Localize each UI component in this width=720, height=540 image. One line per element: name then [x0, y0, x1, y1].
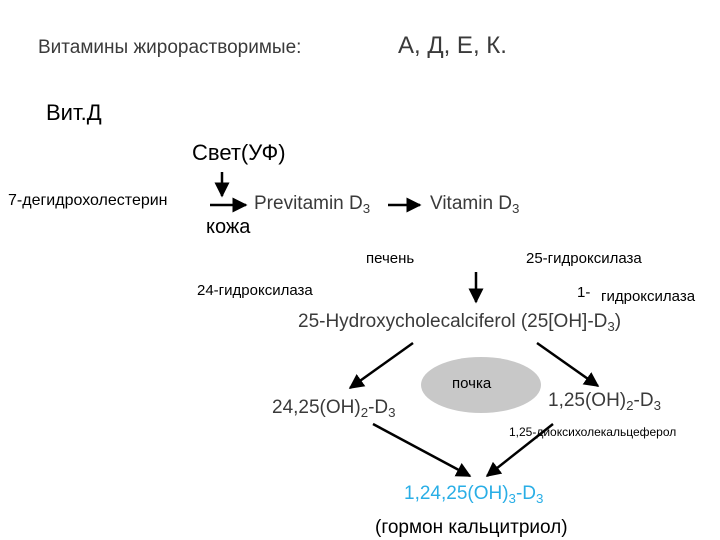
arrow-1-25-to-final [485, 423, 554, 477]
kidney-ellipse [421, 357, 541, 413]
header-prefix: Витамины жирорастворимые: [38, 37, 302, 58]
hydroxy-close: ) [614, 311, 622, 332]
skin-label: кожа [206, 216, 251, 238]
enzyme-1-number: 1- [577, 284, 591, 301]
hormone-label: (гормон кальцитриол) [375, 517, 568, 538]
arrow-to-24-25 [348, 341, 414, 390]
previtamin-subscript: 3 [362, 200, 371, 216]
previtamin-label: Previtamin D3 [254, 193, 371, 216]
enzyme-25-label: 25-гидроксилаза [526, 250, 642, 267]
enzyme-1-label: гидроксилаза [601, 288, 696, 305]
vitamin-subscript: 3 [512, 200, 520, 216]
previtamin-text: Previtamin D [254, 193, 363, 214]
vitamin-text: Vitamin D [430, 193, 513, 214]
dioxycholecalciferol-label: 1,25-диоксихолекальцеферол [509, 425, 677, 439]
right-sub2: 3 [653, 397, 662, 413]
vitamin-d3-label: Vitamin D3 [430, 193, 520, 216]
hydroxycholecalciferol-label: 25-Hydroxycholecalciferol (25[OH]-D3) [298, 311, 622, 334]
header-vitamin-list: А, Д, Е, К. [398, 32, 507, 59]
hydroxy-text: 25-Hydroxycholecalciferol (25[OH]-D [298, 311, 608, 332]
precursor-label: 7-дегидрохолестерин [8, 192, 168, 209]
metabolite-1-25-label: 1,25(OH)2-D3 [548, 390, 662, 413]
left-sub2: 3 [388, 404, 396, 420]
right-mid: -D [633, 390, 654, 411]
kidney-label: почка [452, 375, 492, 392]
hydroxy-subscript: 3 [607, 318, 615, 334]
final-prefix: 1,24,25(OH) [404, 483, 509, 504]
right-sub1: 2 [626, 397, 634, 413]
metabolite-24-25-label: 24,25(OH)2-D3 [272, 397, 396, 420]
final-sub2: 3 [536, 490, 544, 506]
arrow-to-1-25 [536, 341, 600, 388]
left-prefix: 24,25(OH) [272, 397, 361, 418]
liver-label: печень [366, 250, 415, 267]
left-sub1: 2 [360, 404, 369, 420]
left-mid: -D [368, 397, 389, 418]
final-mid: -D [515, 483, 537, 504]
arrow-24-25-to-final [372, 422, 472, 478]
final-compound-label: 1,24,25(OH)3-D3 [404, 483, 544, 506]
right-prefix: 1,25(OH) [548, 390, 627, 411]
final-sub1: 3 [508, 490, 516, 506]
light-uv-label: Свет(УФ) [192, 140, 286, 165]
section-title: Вит.Д [46, 100, 102, 125]
enzyme-24-label: 24-гидроксилаза [197, 282, 313, 299]
